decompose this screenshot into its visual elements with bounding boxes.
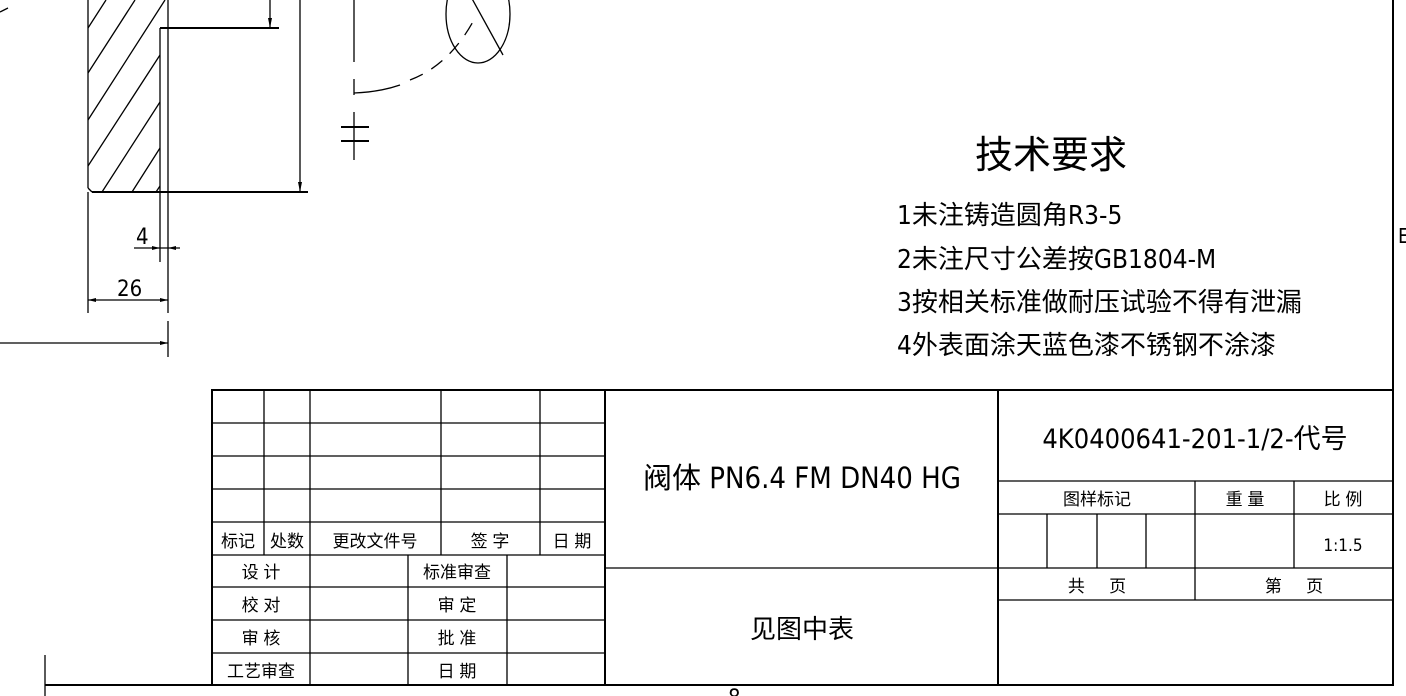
tech-requirement-item: 3按相关标准做耐压试验不得有泄漏 (897, 288, 1302, 318)
zone-label: E (1398, 224, 1406, 248)
material: 见图中表 (750, 615, 854, 645)
drawing-code: 4K0400641-201-1/2-代号 (1042, 424, 1347, 455)
label-design: 设 计 (242, 563, 281, 583)
header-count: 处数 (270, 532, 304, 552)
label-page-number: 第 页 (1265, 577, 1323, 597)
tech-requirement-item: 4外表面涂天蓝色漆不锈钢不涂漆 (897, 331, 1276, 361)
section-hatching (87, 0, 166, 193)
technical-requirements: 技术要求 1未注铸造圆角R3-5 2未注尺寸公差按GB1804-M 3按相关标准… (897, 133, 1302, 361)
dimension-26: 26 (88, 277, 168, 302)
label-scale: 比 例 (1324, 490, 1363, 510)
scale-value: 1:1.5 (1323, 536, 1362, 556)
tech-requirements-title: 技术要求 (975, 133, 1127, 177)
header-signature: 签 字 (471, 532, 510, 552)
label-drawing-mark: 图样标记 (1063, 490, 1131, 510)
label-weight: 重 量 (1226, 490, 1265, 510)
zone-label: 8 (728, 686, 741, 696)
label-ratify: 批 准 (438, 629, 477, 649)
part-name: 阀体 PN6.4 FM DN40 HG (643, 461, 961, 495)
label-approve-final: 审 定 (438, 596, 477, 616)
dimension-text: 26 (117, 277, 142, 302)
header-change-doc: 更改文件号 (333, 532, 418, 552)
tech-requirement-item: 2未注尺寸公差按GB1804-M (897, 245, 1216, 275)
header-date: 日 期 (553, 532, 592, 552)
dimension-4: 4 (134, 225, 180, 250)
bolt-hole-circle (445, 0, 511, 64)
label-review: 审 核 (242, 629, 281, 649)
part-section-view (87, 0, 511, 357)
tech-requirement-item: 1未注铸造圆角R3-5 (897, 201, 1122, 231)
header-mark: 标记 (221, 532, 255, 552)
label-date: 日 期 (438, 662, 477, 682)
label-proofread: 校 对 (242, 596, 281, 616)
label-total-pages: 共 页 (1068, 577, 1126, 597)
title-block: 标记 处数 更改文件号 签 字 日 期 设 计 标准审查 校 对 审 定 审 核… (211, 389, 1394, 686)
label-process-review: 工艺审查 (227, 662, 295, 682)
label-standard-review: 标准审查 (423, 563, 491, 583)
dimension-text: 4 (136, 225, 149, 250)
